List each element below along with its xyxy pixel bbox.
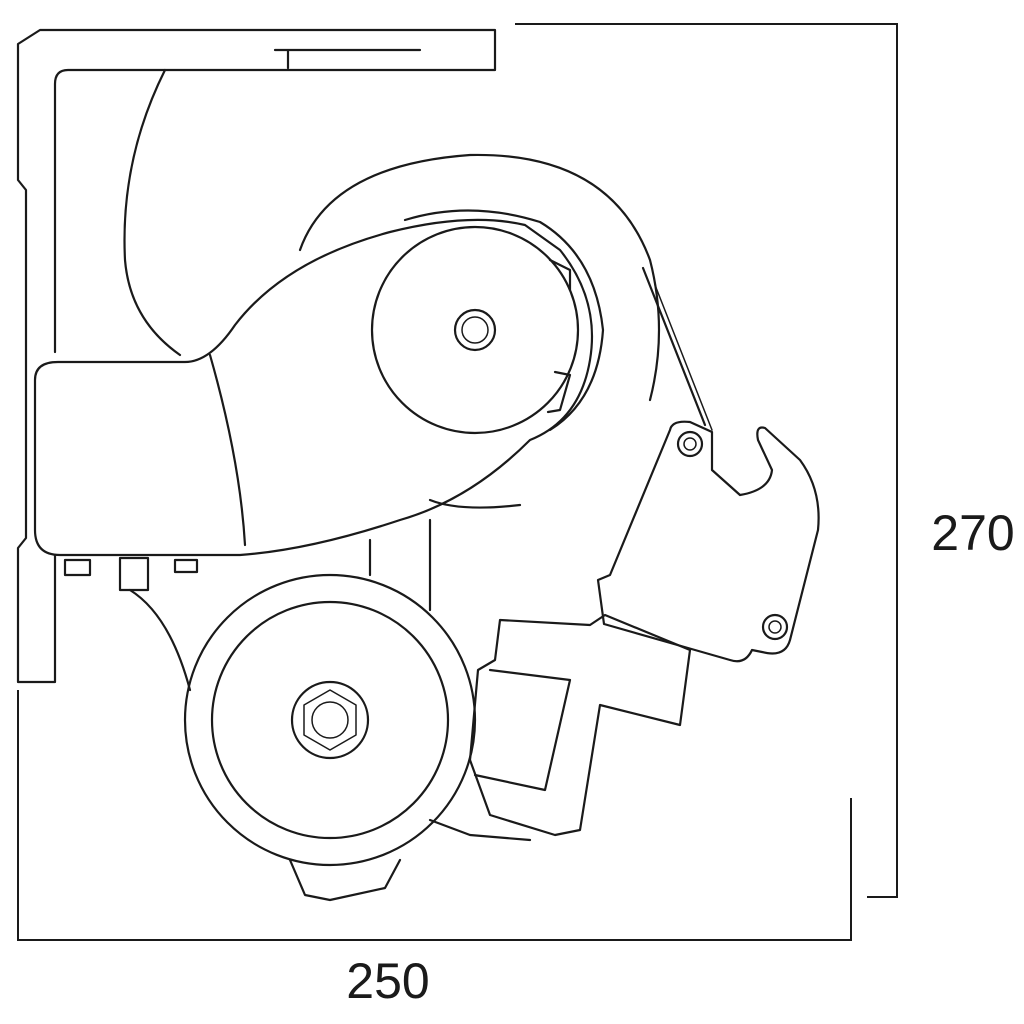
tension-arm [596, 266, 820, 663]
mounting-bracket [16, 28, 497, 684]
width-dimension-line [17, 690, 852, 941]
spool-drum [298, 153, 661, 509]
drive-wheel [128, 573, 532, 902]
height-dimension-line [515, 23, 898, 898]
height-dimension-label: 270 [931, 505, 1014, 561]
width-dimension-label: 250 [346, 953, 429, 1009]
dimension-lines [17, 23, 898, 941]
bolts [63, 556, 199, 592]
upper-roller [370, 209, 605, 435]
swing-arm [33, 68, 594, 557]
lower-bracket [368, 518, 692, 837]
